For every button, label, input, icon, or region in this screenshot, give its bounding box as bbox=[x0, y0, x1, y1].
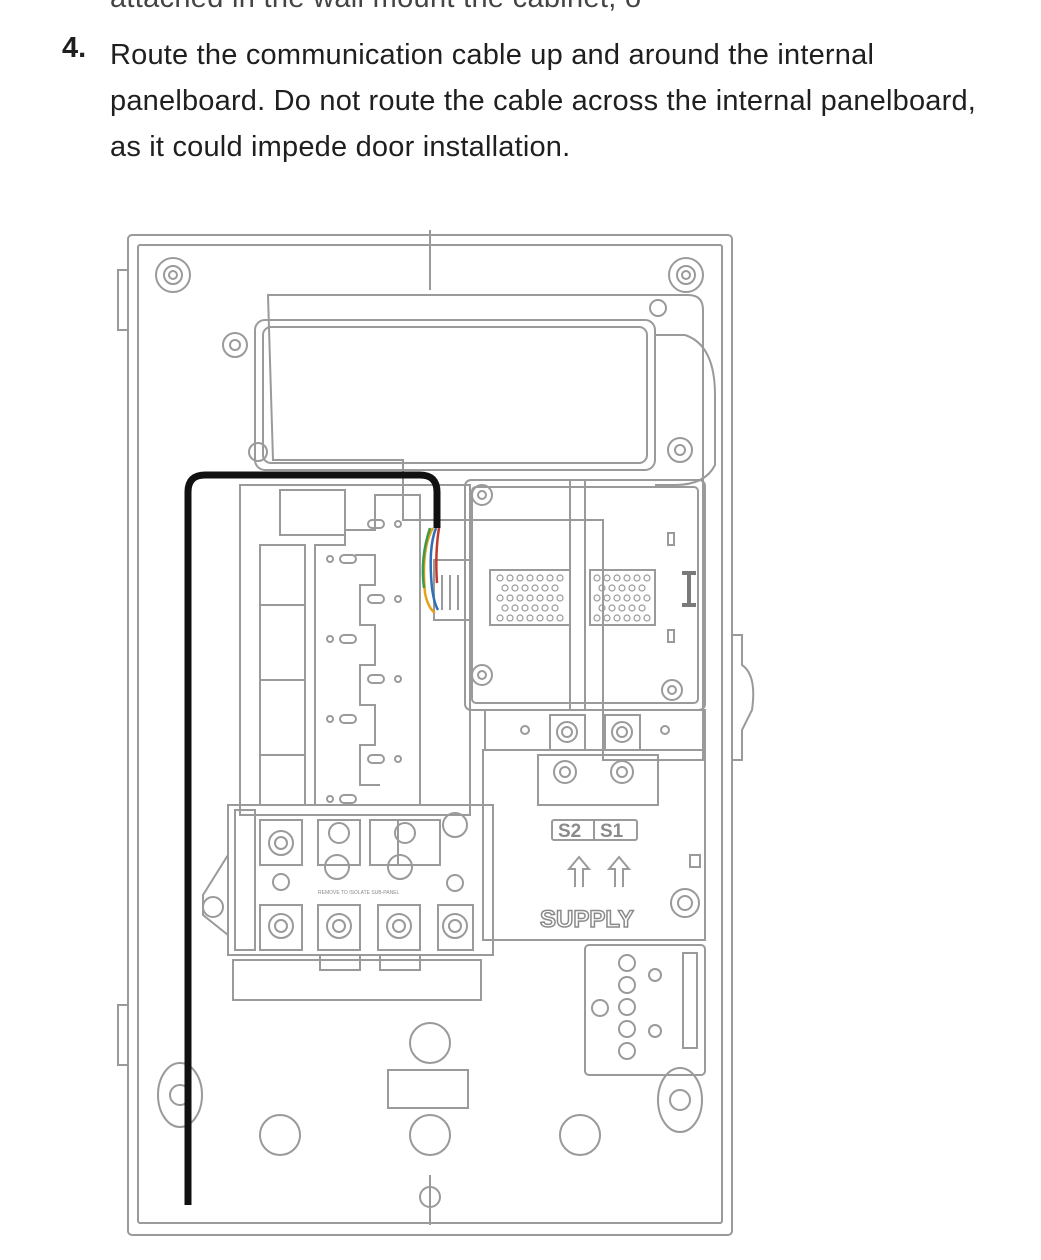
isolate-subpanel-label: REMOVE TO ISOLATE SUB-PANEL bbox=[318, 890, 400, 896]
vent-holes bbox=[496, 574, 651, 622]
hinge-bottom bbox=[117, 1004, 129, 1066]
supply-arrow-right bbox=[606, 855, 632, 887]
ground-tab bbox=[202, 854, 229, 936]
supply-bracket bbox=[484, 709, 706, 751]
knockout-right bbox=[559, 1114, 601, 1156]
corner-mount-bottom-right bbox=[657, 1067, 703, 1133]
enclosure-inner bbox=[137, 244, 723, 1224]
barrier-plate bbox=[232, 959, 482, 1001]
internal-panelboard bbox=[239, 484, 471, 816]
step-number: 4. bbox=[62, 32, 87, 64]
corner-mount-top-left bbox=[155, 257, 191, 293]
step-text: Route the communication cable up and aro… bbox=[110, 39, 977, 163]
supply-terminal-block bbox=[537, 754, 659, 806]
ground-bar-block bbox=[584, 944, 706, 1076]
gateway-wiring-diagram: S2 S1 SUPPLY REMOVE TO ISOLATE SUB-PANEL bbox=[100, 215, 760, 1260]
previous-step-text-fragment: attached in the wall mount the cabinet, … bbox=[110, 0, 641, 15]
vent-grille-right bbox=[589, 569, 656, 626]
comms-connector bbox=[433, 559, 471, 621]
corner-mount-top-right bbox=[668, 257, 704, 293]
lug-terminals bbox=[259, 812, 474, 951]
module-side-bulge bbox=[655, 334, 716, 486]
diagram-svg: S2 S1 SUPPLY REMOVE TO ISOLATE SUB-PANEL bbox=[117, 230, 755, 1236]
terminal-label-s1: S1 bbox=[600, 821, 624, 842]
door-latch bbox=[731, 634, 755, 761]
supply-label: SUPPLY bbox=[540, 906, 634, 933]
supply-arrow-left bbox=[566, 855, 592, 887]
internal-frame bbox=[266, 294, 704, 761]
enclosure-outer bbox=[127, 234, 733, 1236]
battery-module-cover bbox=[254, 319, 656, 471]
supply-panel bbox=[482, 749, 706, 941]
knockout-left bbox=[259, 1114, 301, 1156]
label-plate-bottom bbox=[387, 1069, 469, 1109]
breaker-slots bbox=[259, 544, 306, 806]
bus-screws bbox=[326, 519, 402, 804]
knockout-middle bbox=[409, 1114, 451, 1156]
terminal-label-s2: S2 bbox=[558, 821, 581, 842]
communication-cable-route bbox=[184, 471, 441, 1205]
hinge-top bbox=[117, 269, 129, 331]
corner-mount-bottom-left bbox=[157, 1062, 203, 1128]
vent-grille-left bbox=[489, 569, 571, 626]
knockout-center bbox=[409, 1022, 451, 1064]
neutral-bar bbox=[234, 809, 256, 951]
ground-screws bbox=[618, 954, 662, 1060]
comms-cable-wires bbox=[421, 527, 441, 615]
